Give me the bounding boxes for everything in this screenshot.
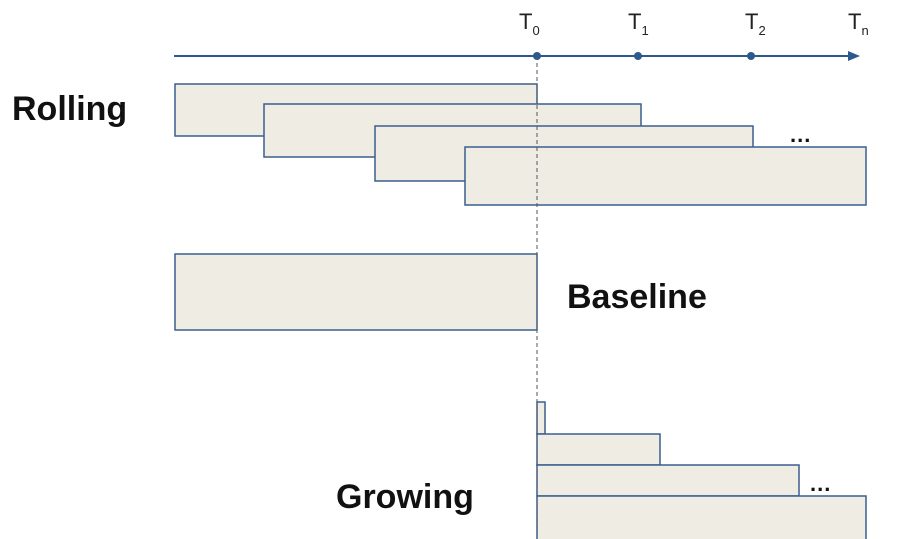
baseline-window [174,253,538,331]
growing-ellipsis: ... [810,471,832,496]
growing-window-3 [536,464,800,497]
rolling-label: Rolling [12,90,128,128]
tick-dot-t2 [747,52,755,60]
tick-label-t1: T1 [628,9,649,38]
tick-label-t2: T2 [745,9,766,38]
tick-label-t0: T0 [519,9,540,38]
growing-window-2 [536,433,661,466]
tick-label-tn: Tn [848,9,869,38]
growing-window-4 [536,495,867,539]
baseline-label: Baseline [567,278,707,316]
rolling-ellipsis: ... [790,122,812,147]
tick-dot-t1 [634,52,642,60]
growing-label: Growing [336,478,474,516]
rolling-window-4 [464,146,867,206]
growing-window-1 [536,401,546,435]
